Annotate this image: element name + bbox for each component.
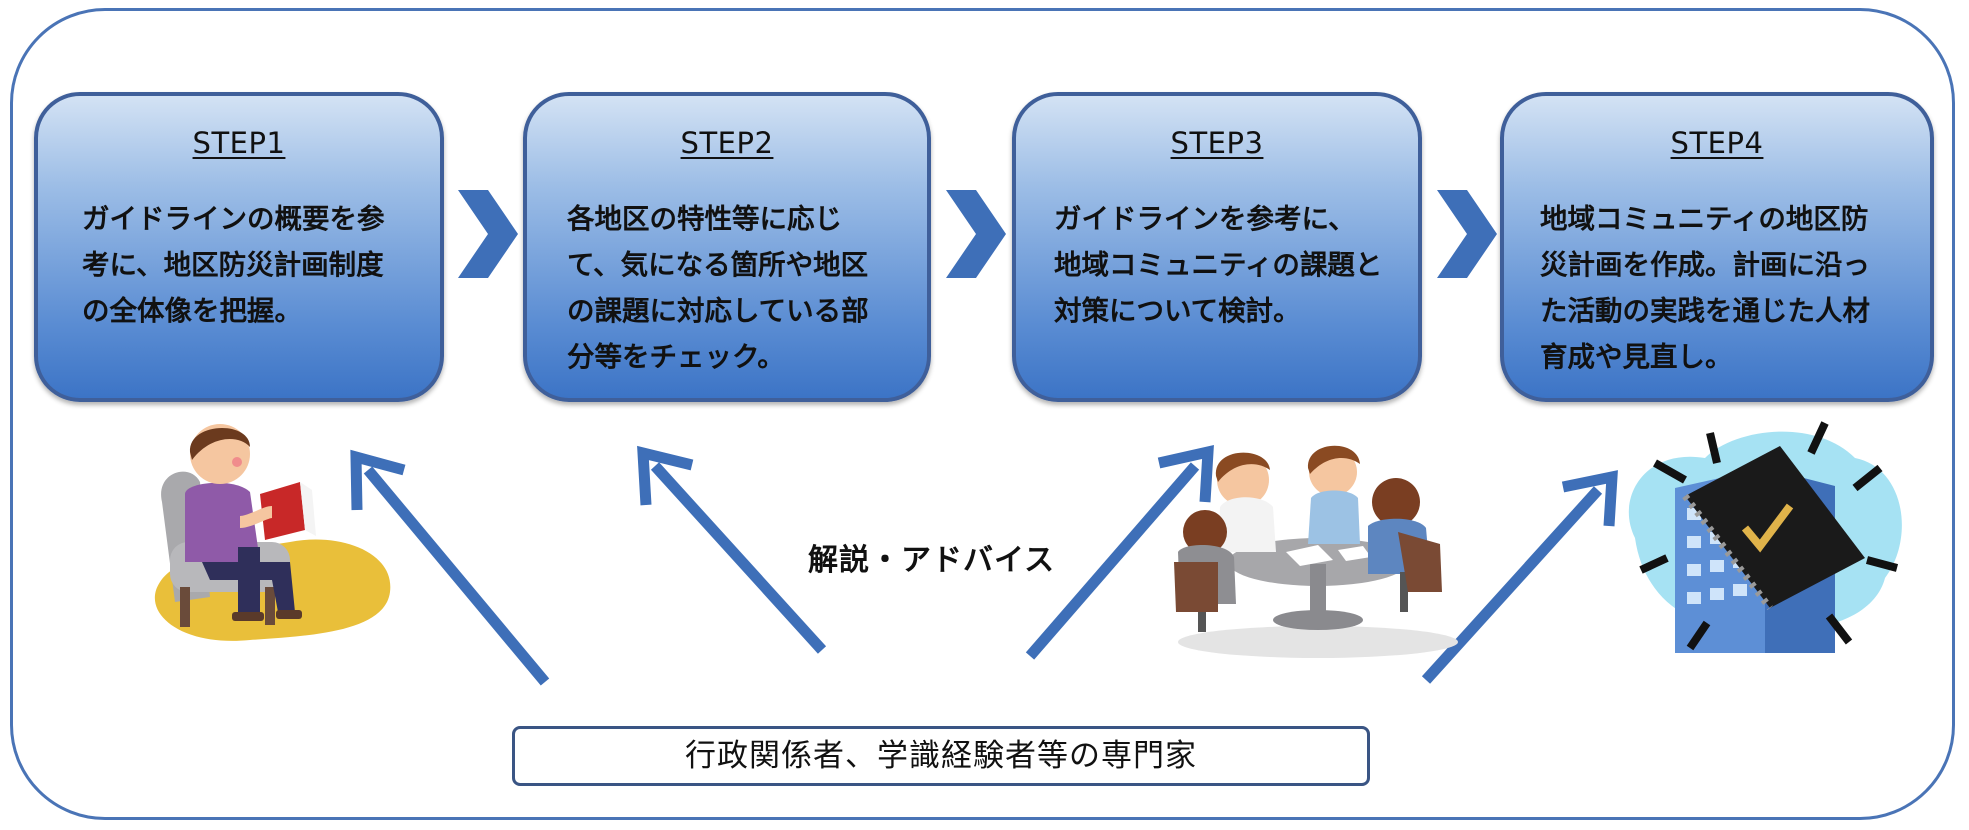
- step-4-description: 地域コミュニティの地区防 災計画を作成。計画に沿っ た活動の実践を通じた人材 育…: [1540, 203, 1870, 373]
- step-4-title: STEP4: [1670, 126, 1764, 160]
- step-1-title: STEP1: [192, 126, 286, 160]
- advice-label: 解説・アドバイス: [808, 543, 1056, 578]
- arrow-to-step3: [1025, 445, 1214, 660]
- step-1-description: ガイドラインの概要を参 考に、地区防災計画制度 の全体像を把握。: [82, 203, 385, 327]
- step-3-box: STEP3 ガイドラインを参考に、 地域コミュニティの課題と 対策について検討。: [1012, 92, 1422, 402]
- step-2-description: 各地区の特性等に応じ て、気になる箇所や地区 の課題に対応している部 分等をチェ…: [567, 203, 869, 373]
- chevron-right-icon: [1437, 190, 1497, 278]
- step-4-box: STEP4 地域コミュニティの地区防 災計画を作成。計画に沿っ た活動の実践を通…: [1500, 92, 1934, 402]
- chevron-right-icon: [946, 190, 1006, 278]
- step-1-box: STEP1 ガイドラインの概要を参 考に、地区防災計画制度 の全体像を把握。: [34, 92, 444, 402]
- step-3-title: STEP3: [1170, 126, 1264, 160]
- meeting-table-illustration: [1174, 445, 1458, 658]
- arrow-to-step2: [637, 445, 827, 654]
- arrow-to-step4: [1421, 470, 1618, 684]
- step-2-title: STEP2: [680, 126, 774, 160]
- chevron-right-icon: [458, 190, 518, 278]
- experts-box: 行政関係者、学識経験者等の専門家: [512, 726, 1370, 786]
- arrow-to-step1: [350, 449, 550, 686]
- reading-person-illustration: [154, 424, 391, 641]
- step-3-description: ガイドラインを参考に、 地域コミュニティの課題と 対策について検討。: [1054, 203, 1383, 327]
- step-2-box: STEP2 各地区の特性等に応じ て、気になる箇所や地区 の課題に対応している部…: [523, 92, 931, 402]
- plan-book-building-illustration: [1628, 421, 1902, 653]
